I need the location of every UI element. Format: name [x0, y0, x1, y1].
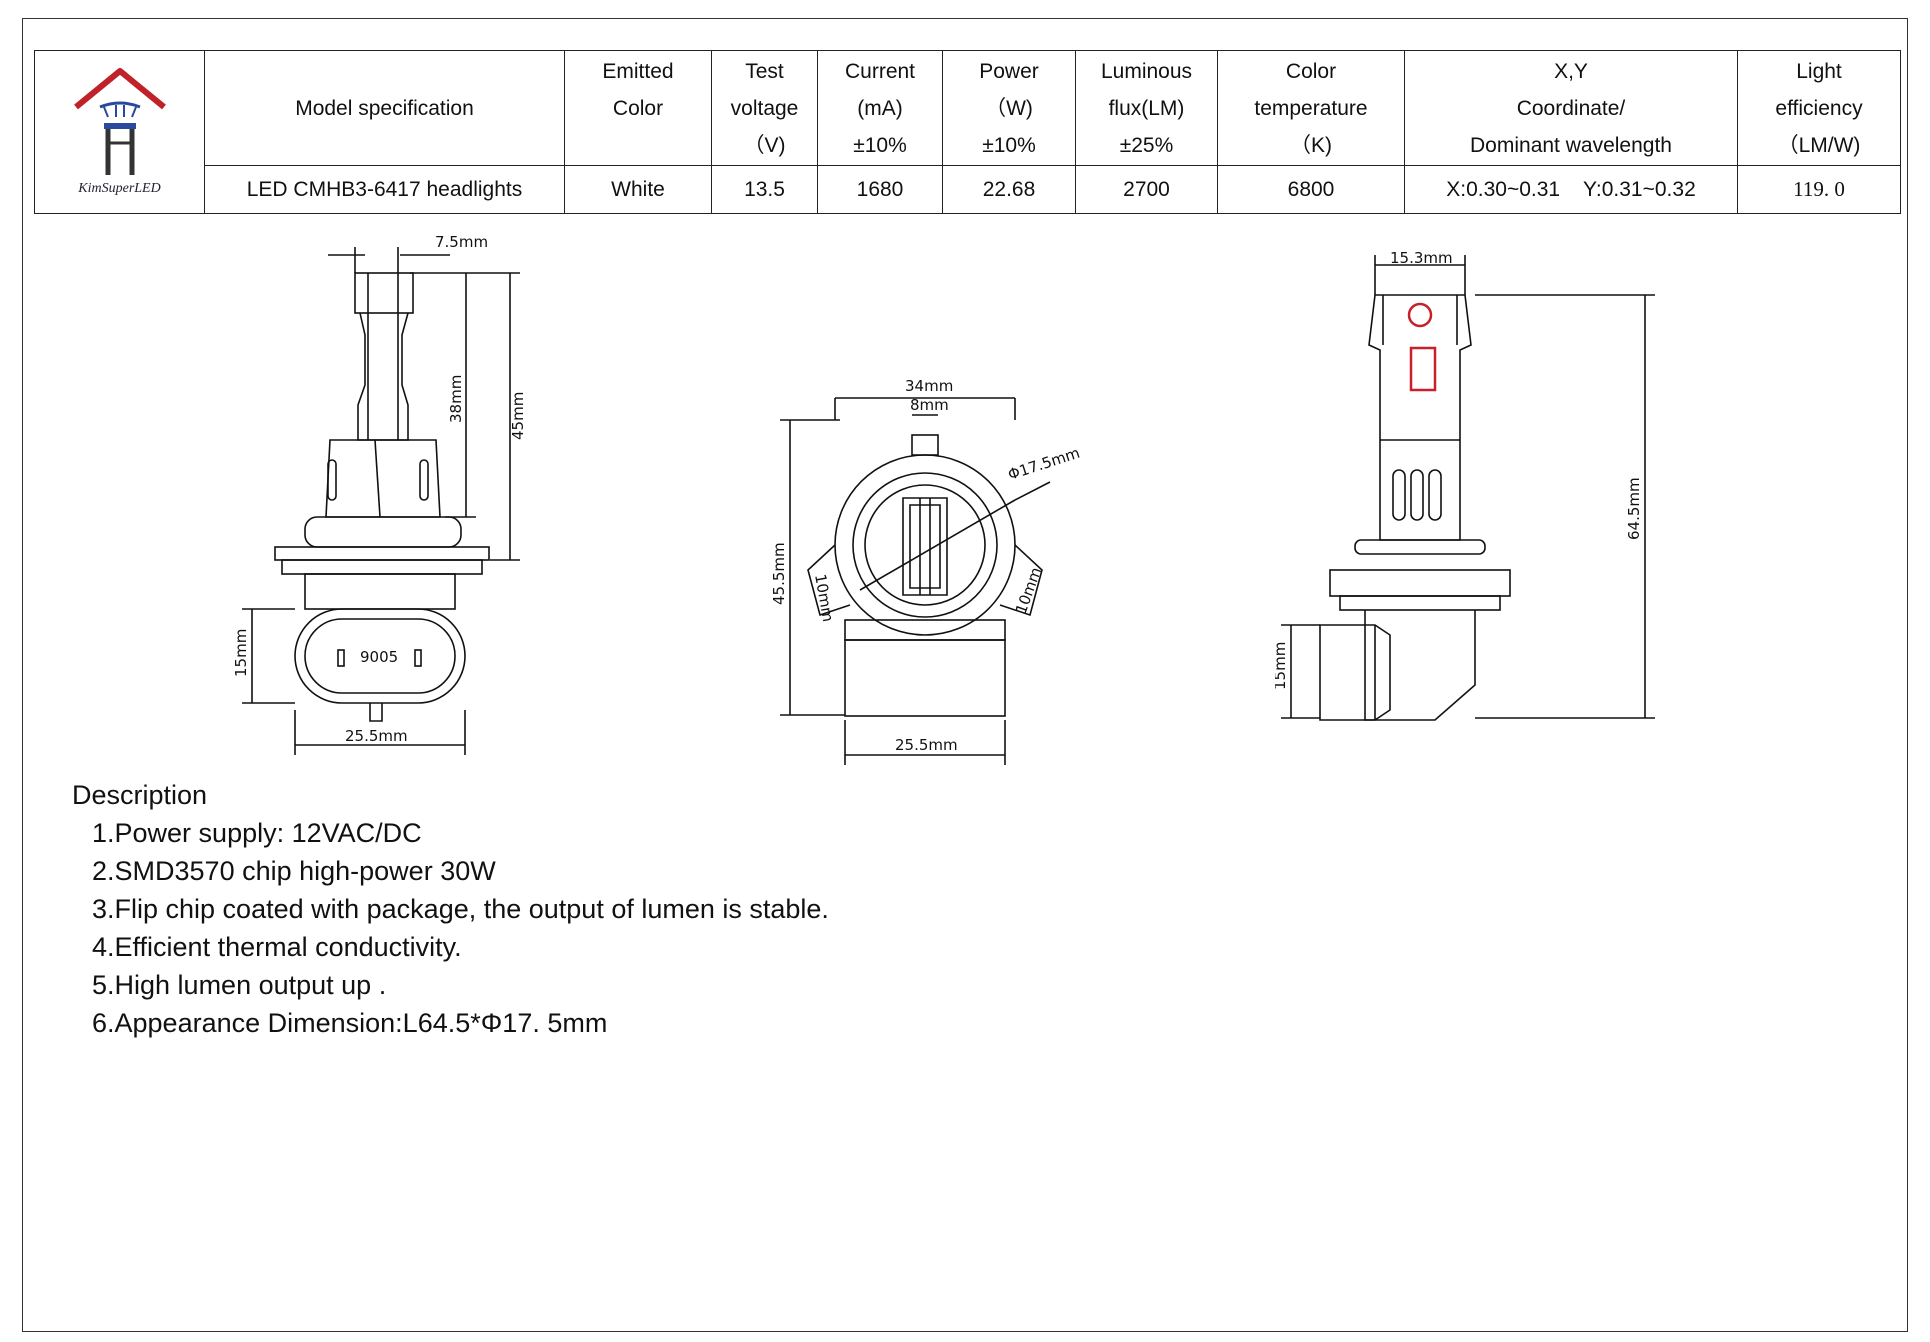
description-title: Description — [72, 780, 208, 810]
front-view-drawing: 7.5mm 38mm 45mm 15mm 25.5mm 9005 — [232, 233, 527, 755]
dim-neck-height: 38mm — [447, 375, 465, 423]
dim-plug-width: 25.5mm — [345, 727, 408, 745]
description-item: 6.Appearance Dimension:L64.5*Φ17. 5mm — [92, 1008, 608, 1038]
dim-top-width: 15.3mm — [1390, 249, 1453, 267]
description-item: 5.High lumen output up . — [92, 970, 387, 1000]
cell-xy: X:0.30~0.31 Y:0.31~0.32 — [1404, 165, 1738, 214]
cell-cct: 6800 — [1217, 165, 1405, 214]
top-view-drawing: 34mm 8mm Φ17.5mm 45.5mm 10mm 10mm 25.5mm — [770, 377, 1082, 765]
plug-label: 9005 — [360, 648, 398, 666]
description-item: 2.SMD3570 chip high-power 30W — [92, 856, 496, 886]
description-item: 1.Power supply: 12VAC/DC — [92, 818, 422, 848]
brand-name: KimSuperLED — [78, 181, 161, 196]
logo-cell: KimSuperLED — [34, 50, 205, 214]
cell-color: White — [564, 165, 712, 214]
dim-plug-height: 15mm — [232, 629, 250, 677]
description-item: 4.Efficient thermal conductivity. — [92, 932, 462, 962]
cell-voltage: 13.5 — [711, 165, 818, 214]
header-current: Current(mA)±10% — [817, 50, 943, 166]
cell-current: 1680 — [817, 165, 943, 214]
page-frame — [22, 18, 1908, 1332]
cell-efficiency: 119. 0 — [1737, 165, 1901, 214]
dim-total-height: 45mm — [509, 392, 527, 440]
dim-diameter: Φ17.5mm — [1006, 444, 1082, 484]
dim-total-height: 64.5mm — [1625, 477, 1643, 540]
dim-top-width: 7.5mm — [435, 233, 488, 251]
dim-right-tab: 10mm — [1012, 565, 1045, 617]
cell-model: LED CMHB3-6417 headlights — [204, 165, 565, 214]
brand-logo — [74, 68, 166, 175]
description-block: Description 1.Power supply: 12VAC/DC 2.S… — [72, 776, 829, 1042]
header-power: Power（W)±10% — [942, 50, 1076, 166]
led-chip-round — [1407, 302, 1433, 328]
led-chip-array — [1409, 346, 1437, 392]
description-item: 3.Flip chip coated with package, the out… — [92, 894, 829, 924]
dim-height: 45.5mm — [770, 542, 788, 605]
dim-top-width: 34mm — [905, 377, 953, 395]
side-view-drawing: 15.3mm 64.5mm 15mm — [1275, 249, 1655, 721]
description-list: 1.Power supply: 12VAC/DC 2.SMD3570 chip … — [72, 814, 829, 1042]
header-model: Model specification — [204, 50, 565, 166]
cell-flux: 2700 — [1075, 165, 1218, 214]
dim-tab: 8mm — [910, 396, 949, 414]
dim-plug-height: 15mm — [1275, 642, 1289, 690]
dim-base-width: 25.5mm — [895, 736, 958, 754]
cell-power: 22.68 — [942, 165, 1076, 214]
